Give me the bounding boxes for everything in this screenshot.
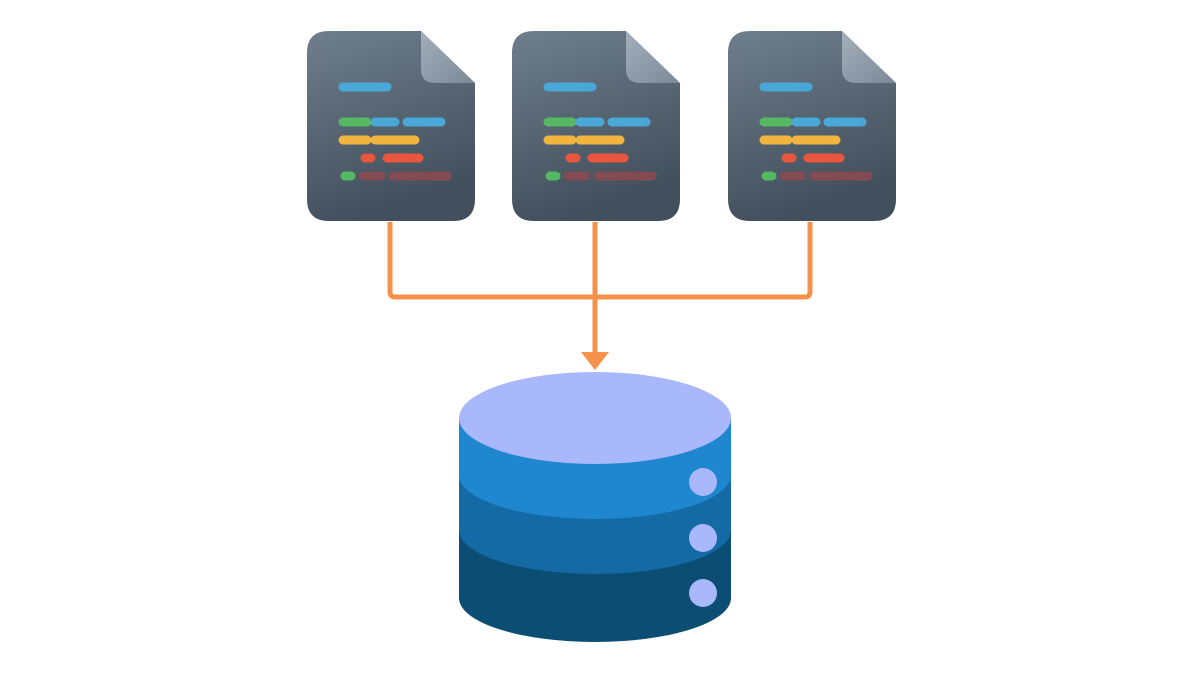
- file-fold-corner: [626, 31, 680, 83]
- database-led-icon: [689, 468, 717, 496]
- file-fold-corner: [421, 31, 475, 83]
- code-file-icon: [512, 31, 680, 221]
- database-top: [459, 372, 731, 464]
- database-icon: [459, 372, 731, 642]
- arrow-head-icon: [581, 352, 609, 370]
- file-fold-corner: [842, 31, 896, 83]
- code-file-icon: [728, 31, 896, 221]
- connector-lines: [387, 222, 813, 370]
- code-file-icon: [307, 31, 475, 221]
- database-led-icon: [689, 524, 717, 552]
- database-led-icon: [689, 579, 717, 607]
- connector-left: [387, 222, 595, 300]
- connector-right: [595, 222, 813, 300]
